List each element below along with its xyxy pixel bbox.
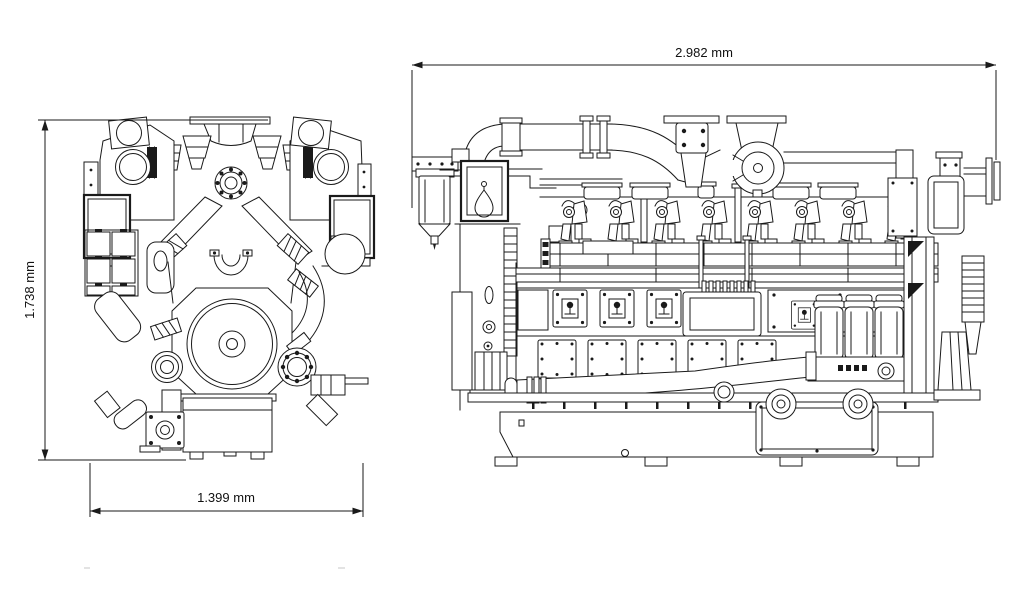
intake-manifold-rails [515,235,939,289]
page-artifact-mark [338,567,345,569]
flywheel-housing [887,149,935,394]
page-artifact-mark [84,567,90,569]
cylinder-head-row [539,181,918,246]
engine-mount-right [305,374,369,427]
crossover-pipe [209,249,253,276]
turbocharger-side [728,141,899,198]
vibration-damper [186,298,278,390]
mounting-plate [459,159,510,223]
length-dimension-label: 2.982 mm [675,45,733,60]
sea-water-pump [713,381,879,456]
crankshaft-hub-left [149,317,183,383]
pto-flange-right [277,347,317,387]
fuel-filter-front [94,291,142,343]
water-outlet-elbow [285,265,325,356]
oil-filters [807,294,906,382]
side-view: 2.982 mm [411,45,1001,467]
front-view: 1.738 mm 1.399 mm [22,116,376,517]
water-transfer-pipe [504,351,817,404]
cooler-element-stack [84,229,139,297]
width-dimension-label: 1.399 mm [197,490,255,505]
rear-mount [933,255,985,401]
width-dimension: 1.399 mm [89,463,364,517]
water-pump-front [93,389,185,453]
oil-pan-front [178,393,277,460]
length-dimension: 2.982 mm [411,45,997,208]
height-dimension-label: 1.738 mm [22,261,37,319]
intake-flange-front [214,166,248,200]
exhaust-outlet-side [663,115,787,188]
air-inlet-connection [927,151,1001,235]
height-dimension: 1.738 mm [22,119,268,461]
breather-canister [324,233,366,275]
intake-duct-right [241,196,313,266]
lifting-bracket [146,241,175,294]
